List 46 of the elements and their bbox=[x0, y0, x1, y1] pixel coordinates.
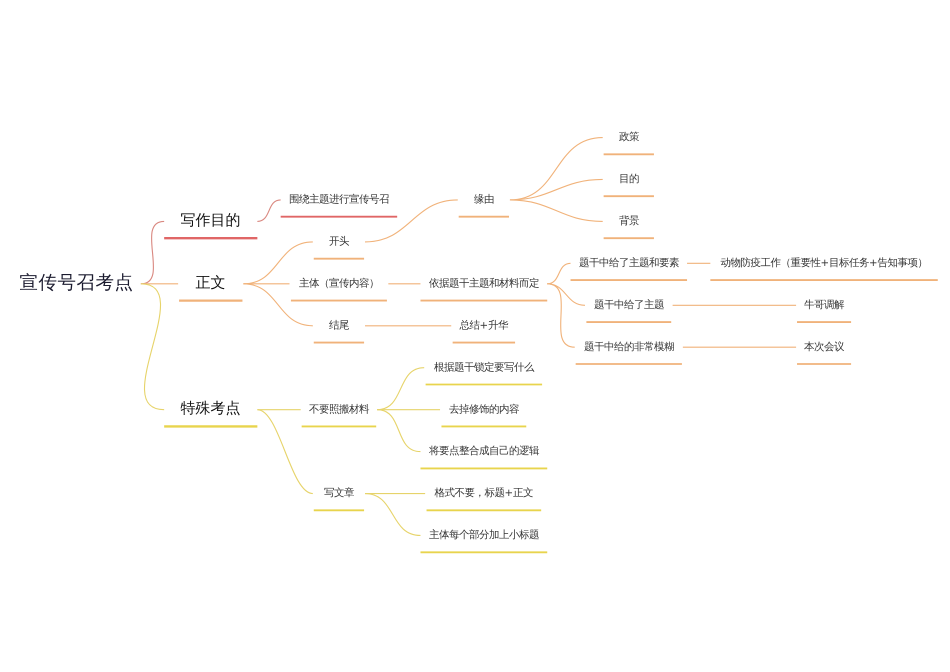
connector bbox=[364, 492, 421, 536]
connector bbox=[377, 408, 421, 452]
node-text: 背景 bbox=[618, 214, 639, 226]
node-text: 主体每个部分加上小标题 bbox=[428, 528, 539, 541]
node-text: 特殊考点 bbox=[180, 400, 241, 417]
connector bbox=[140, 282, 164, 410]
node-text: 不要照搬材料 bbox=[308, 402, 369, 415]
node-text: 根据题干锁定要写什么 bbox=[434, 360, 534, 373]
node-text: 写作目的 bbox=[180, 212, 241, 228]
node-text: 结尾 bbox=[328, 318, 349, 331]
node-text: 政策 bbox=[618, 130, 639, 143]
connector bbox=[243, 240, 313, 284]
connector bbox=[243, 282, 313, 326]
node-text: 动物防疫工作（重要性+目标任务+告知事项） bbox=[720, 256, 928, 268]
connector bbox=[682, 346, 796, 348]
connector bbox=[257, 408, 301, 410]
node-text: 写文章 bbox=[324, 486, 354, 499]
connector bbox=[365, 324, 452, 326]
node-text: 开头 bbox=[328, 235, 349, 248]
node-text: 缘由 bbox=[474, 193, 494, 206]
connector bbox=[257, 198, 281, 222]
connector bbox=[547, 262, 571, 284]
connector bbox=[672, 304, 796, 306]
node-text: 宣传号召考点 bbox=[20, 272, 134, 293]
node-text: 目的 bbox=[618, 172, 639, 185]
node-text: 去掉修饰的内容 bbox=[448, 402, 519, 415]
node-text: 本次会议 bbox=[804, 340, 844, 352]
connector bbox=[140, 220, 164, 284]
connector bbox=[547, 282, 575, 348]
node-text: 围绕主题进行宣传号召 bbox=[288, 193, 389, 206]
node-text: 主体（宣传内容） bbox=[298, 276, 379, 289]
connector bbox=[510, 198, 603, 222]
node-text: 题干中给的非常模糊 bbox=[584, 340, 674, 352]
connector bbox=[388, 282, 420, 284]
node-text: 格式不要，标题+正文 bbox=[434, 486, 534, 499]
node-text: 依据题干主题和材料而定 bbox=[428, 276, 539, 289]
node-text: 题干中给了主题和要素 bbox=[578, 256, 679, 268]
connector bbox=[377, 408, 440, 410]
node-text: 将要点整合成自己的逻辑 bbox=[428, 444, 539, 457]
node-text: 题干中给了主题 bbox=[594, 298, 664, 310]
node-text: 总结+升华 bbox=[460, 318, 508, 331]
node-text: 牛哥调解 bbox=[804, 298, 844, 310]
node-text: 正文 bbox=[196, 274, 226, 291]
connector bbox=[257, 408, 313, 494]
connector bbox=[687, 262, 710, 264]
connector bbox=[364, 198, 458, 242]
